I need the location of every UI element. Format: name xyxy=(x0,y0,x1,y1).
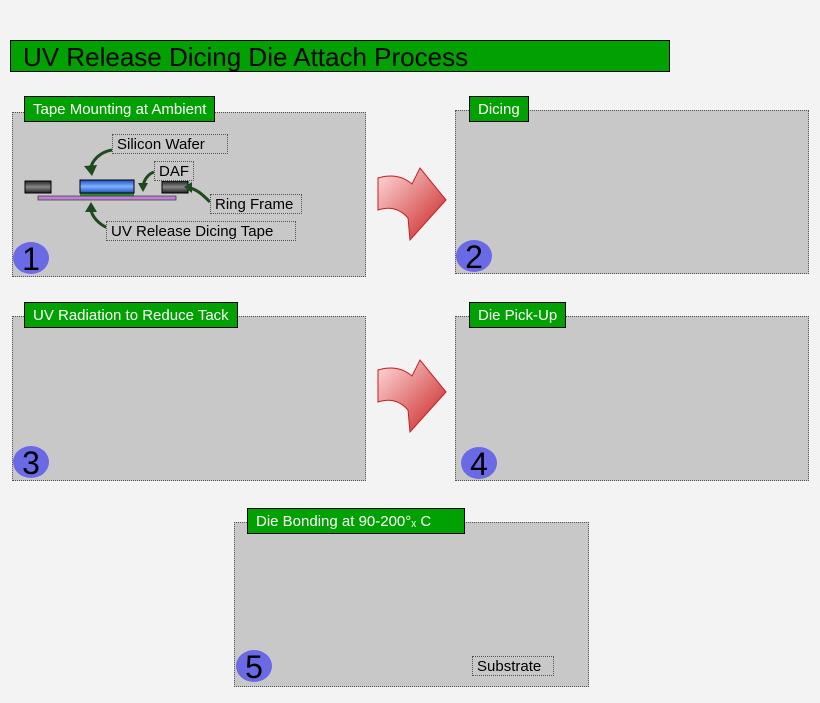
step-1-label: Tape Mounting at Ambient xyxy=(24,96,216,122)
step-3-panel xyxy=(12,316,366,481)
daf-layer xyxy=(80,193,134,196)
step-3-number: 3 xyxy=(13,446,49,480)
step-3-label: UV Radiation to Reduce Tack xyxy=(24,302,238,328)
step-2-number: 2 xyxy=(456,240,492,274)
step-1-number: 1 xyxy=(13,242,49,276)
process-arrow-2 xyxy=(377,359,447,434)
callout-uv-tape: UV Release Dicing Tape xyxy=(106,221,296,241)
callout-daf: DAF xyxy=(154,161,194,181)
step-2-panel xyxy=(455,110,809,274)
ring-frame-left xyxy=(24,180,52,194)
callout-substrate: Substrate xyxy=(472,656,554,676)
step-4-number: 4 xyxy=(461,447,497,481)
step-5-label: Die Bonding at 90-200°ₓ C xyxy=(247,508,465,534)
step-2-label: Dicing xyxy=(469,96,529,122)
callout-arrow-frame xyxy=(189,186,212,204)
callout-ring-frame: Ring Frame xyxy=(210,194,302,214)
callout-silicon-wafer: Silicon Wafer xyxy=(112,134,228,154)
page-title: UV Release Dicing Die Attach Process xyxy=(10,40,670,72)
silicon-wafer xyxy=(79,179,135,194)
tape-layer xyxy=(37,195,177,201)
step-4-panel xyxy=(455,316,809,481)
process-arrow-1 xyxy=(377,167,447,242)
step-4-label: Die Pick-Up xyxy=(469,302,567,328)
step-5-number: 5 xyxy=(236,650,272,684)
